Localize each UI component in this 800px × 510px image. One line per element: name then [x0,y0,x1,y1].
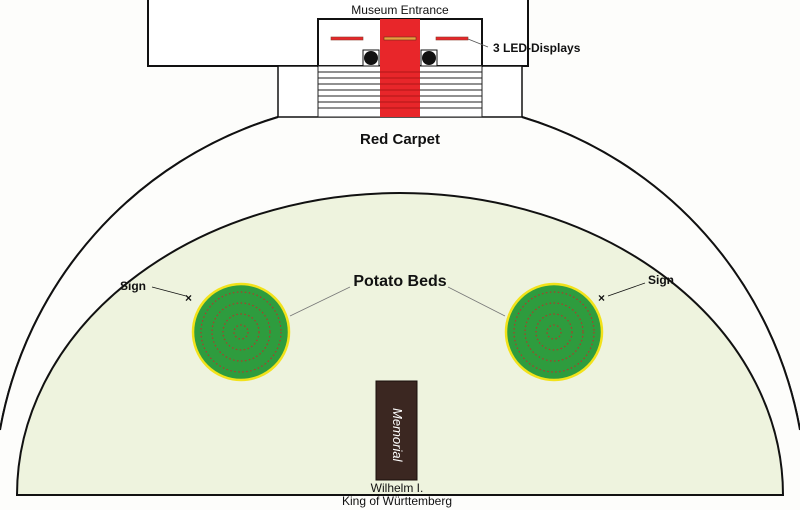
door-right [420,49,438,67]
potato-beds-label: Potato Beds [353,273,446,290]
potato-bed-left [191,282,291,382]
sign-marker-right: × [598,291,605,305]
sign-right-label: Sign [648,273,674,287]
potato-bed-right [504,282,604,382]
sign-left-label: Sign [120,279,146,293]
memorial-stone [375,380,418,481]
potato-leader-right [447,286,506,317]
led-display-left [330,36,364,41]
red-carpet [380,19,420,117]
door-left [362,49,380,67]
red-carpet-label: Red Carpet [360,131,440,148]
led-display-right [435,36,469,41]
lawn-area [15,192,785,496]
led-display-center [383,36,417,41]
museum-entrance-label: Museum Entrance [351,3,449,17]
sign-leader-right [607,282,646,297]
carpet-stripes [380,71,420,109]
led-leader-line [467,38,489,48]
sign-leader-left [151,286,187,297]
potato-leader-left [289,286,351,317]
memorial-caption-line1: Wilhelm I. [371,481,424,495]
sign-marker-left: × [185,291,192,305]
led-displays-label: 3 LED-Displays [493,41,581,55]
memorial-label: Memorial [390,408,405,463]
memorial-caption-line2: King of Württemberg [342,494,452,508]
